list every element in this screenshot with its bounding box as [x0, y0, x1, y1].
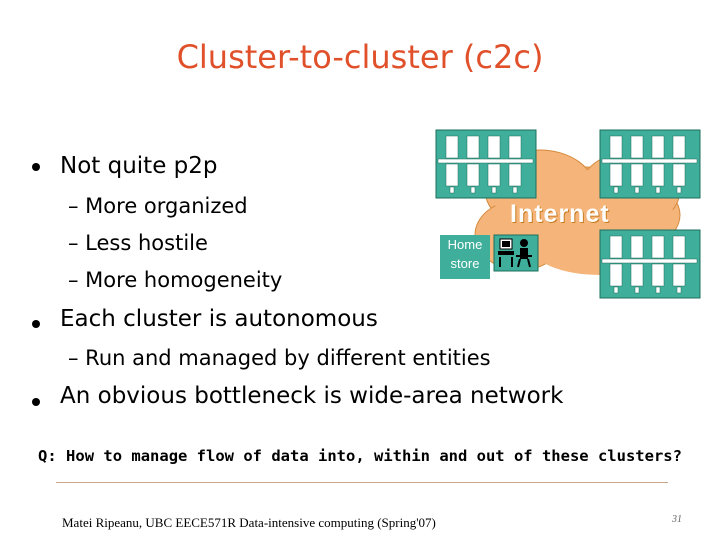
bullet-text: Each cluster is autonomous: [60, 306, 378, 332]
sub-bullet: – Run and managed by different entities: [68, 346, 491, 370]
cluster-icon: [599, 129, 701, 199]
footer-divider: [56, 482, 668, 483]
question-text: Q: How to manage flow of data into, with…: [38, 447, 682, 465]
sub-bullet: – More organized: [68, 194, 248, 218]
workstation-icon: [493, 234, 539, 272]
bullet-text: Not quite p2p: [60, 153, 218, 179]
footer-text: Matei Ripeanu, UBC EECE571R Data-intensi…: [62, 515, 436, 530]
bullet-dot: [32, 398, 40, 406]
slide-title: Cluster-to-cluster (c2c): [176, 38, 544, 76]
home-store-line1: Home: [447, 237, 483, 252]
page-number: 31: [672, 514, 682, 525]
sub-bullet: – More homogeneity: [68, 268, 283, 292]
sub-bullet: – Less hostile: [68, 231, 208, 255]
bullet-dot: [32, 163, 40, 171]
cluster-icon: [599, 229, 701, 299]
home-store-line2: store: [450, 256, 480, 271]
internet-label: Internet: [510, 200, 610, 228]
bullet-text: An obvious bottleneck is wide-area netwo…: [60, 383, 564, 409]
bullet-dot: [32, 320, 40, 328]
cluster-icon: [435, 129, 537, 199]
home-store-box: Home store: [440, 235, 490, 279]
